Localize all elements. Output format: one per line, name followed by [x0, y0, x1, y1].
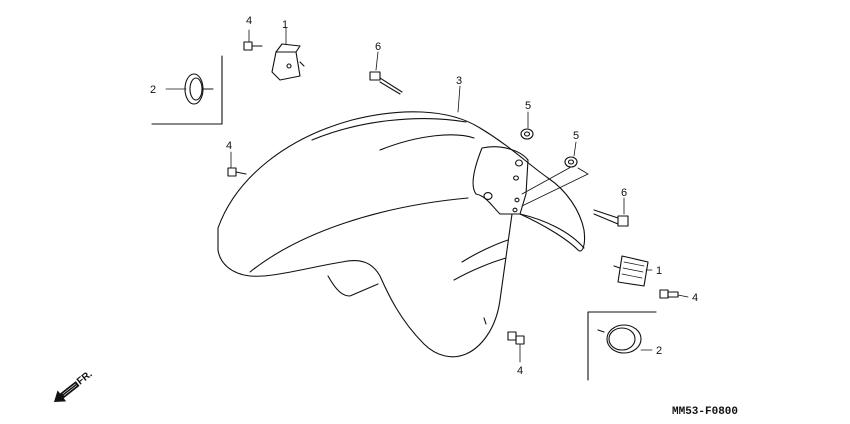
- bolt-4-right: [659, 289, 689, 299]
- bolt-6-right: [593, 197, 629, 227]
- front-fender: [217, 111, 586, 358]
- reflector-left: [165, 73, 214, 105]
- callout-1-upper: 1: [282, 19, 288, 31]
- clip-right: [613, 255, 653, 287]
- callout-5-right: 5: [573, 130, 579, 142]
- arrow-down-left-icon: [54, 381, 80, 402]
- callout-6-upper: 6: [375, 41, 381, 53]
- callout-2-right: 2: [656, 345, 662, 357]
- bolt-4-bottom: [507, 331, 525, 363]
- fender-recess-2: [453, 257, 507, 281]
- nut-5-right: [521, 141, 589, 207]
- leader-3: [457, 85, 461, 113]
- reflector-right: [597, 324, 653, 354]
- callout-4-bottom: 4: [517, 365, 523, 377]
- callout-6-right: 6: [621, 187, 627, 199]
- bolt-6-upper: [369, 51, 403, 95]
- clip-upper: [271, 27, 305, 81]
- fender-bracket: [472, 146, 529, 215]
- fender-recess: [461, 239, 509, 263]
- callout-4-left: 4: [226, 140, 232, 152]
- callout-4-right: 4: [692, 292, 698, 304]
- bolt-4-left: [227, 151, 247, 177]
- box-left: [151, 55, 223, 125]
- callout-1-right: 1: [656, 265, 662, 277]
- bracket-hole-3: [483, 192, 493, 200]
- fender-ridge: [311, 118, 467, 141]
- fender-ridge-inner: [379, 134, 475, 151]
- box-right: [587, 311, 657, 381]
- figure-code: MM53-F0800: [672, 406, 738, 418]
- fender-rear-flap: [519, 213, 585, 249]
- bolt-4-upper: [243, 29, 263, 51]
- bracket-hole-4: [514, 197, 520, 203]
- nut-5-upper: [520, 111, 534, 140]
- callout-5-upper: 5: [525, 100, 531, 112]
- bracket-hole-1: [515, 159, 523, 167]
- callout-4-upper: 4: [246, 15, 252, 27]
- fender-mark: [483, 317, 487, 325]
- bracket-hole-2: [513, 175, 519, 181]
- callout-2-left: 2: [150, 84, 156, 96]
- fender-flank: [249, 197, 469, 273]
- fender-outline: [217, 111, 586, 358]
- fender-notch: [327, 275, 379, 297]
- bracket-hole-5: [512, 207, 518, 213]
- callout-3: 3: [456, 75, 462, 87]
